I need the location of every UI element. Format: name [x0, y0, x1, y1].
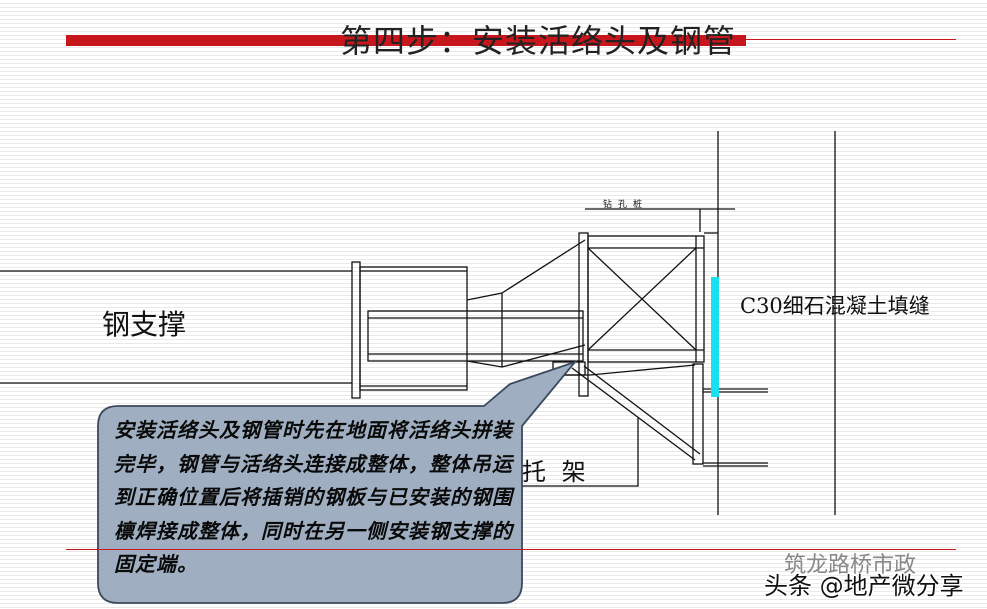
slide-title: 第四步：安装活络头及钢管: [340, 22, 737, 60]
bracket-diagonal-1: [571, 367, 696, 461]
end-plate: [351, 261, 361, 399]
waler-frame: [587, 235, 705, 363]
inner-pipe: [367, 310, 584, 362]
watermark-bottom: 头条 @地产微分享: [764, 572, 964, 600]
watermark-top: 筑龙路桥市政: [784, 553, 917, 578]
title-accent-line: [746, 39, 956, 40]
steel-support-label: 钢支撑: [102, 308, 187, 341]
bracket-diagonal-2: [583, 365, 701, 455]
callout-bubble: [97, 360, 578, 604]
bracket-post: [692, 363, 704, 465]
grout-fill-strip: [711, 277, 719, 397]
title-accent-bar: [66, 35, 746, 46]
grout-label: C30细石混凝土填缝: [740, 294, 930, 318]
bracket-label: 托 架: [522, 458, 590, 486]
callout-text: 安装活络头及钢管时先在地面将活络头拼装完毕，钢管与活络头连接成整体，整体吊运到正…: [114, 418, 513, 576]
footer-accent-line: [66, 549, 956, 550]
pile-label: 钻孔桩: [603, 200, 649, 210]
transition-upper: [466, 239, 586, 301]
movable-head-box: [359, 266, 468, 391]
